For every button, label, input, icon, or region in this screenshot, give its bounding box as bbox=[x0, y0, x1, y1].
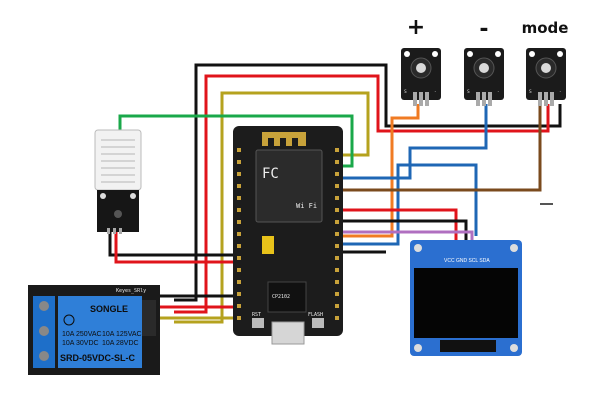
rst-label: RST bbox=[252, 312, 261, 318]
minus-pin-s: S bbox=[467, 89, 470, 95]
minus-label: - bbox=[479, 17, 488, 42]
button-module-mode: S - bbox=[526, 48, 566, 106]
relay-module: Keyes_SRly SONGLE 10A 250VAC 10A 125VAC … bbox=[28, 285, 160, 375]
relay-rating-2: 10A 125VAC bbox=[102, 331, 142, 338]
plus-pin-s: S bbox=[404, 89, 407, 95]
relay-rating-4: 10A 28VDC bbox=[102, 340, 139, 347]
relay-brand: SONGLE bbox=[90, 304, 128, 314]
wire-yellow bbox=[174, 91, 370, 324]
wifi-mark: Wi Fi bbox=[296, 202, 317, 210]
relay-model: SRD-05VDC-SL-C bbox=[60, 353, 136, 363]
dht-sensor-module bbox=[94, 129, 142, 234]
wire-blue-1 bbox=[342, 104, 488, 180]
cp-chip-label: CP2102 bbox=[272, 294, 290, 300]
wire-black-oled bbox=[342, 219, 468, 240]
mode-pin-minus: - bbox=[559, 90, 562, 95]
relay-top-text: Keyes_SRly bbox=[116, 288, 146, 294]
mode-pin-s: S bbox=[529, 89, 532, 95]
relay-rating-3: 10A 30VDC bbox=[62, 340, 99, 347]
oled-display: VCC GND SCL SDA bbox=[410, 240, 522, 356]
wire-brown bbox=[342, 104, 542, 192]
minus-pin-minus: - bbox=[497, 90, 500, 95]
wire-red-dht bbox=[114, 232, 236, 264]
flash-label: FLASH bbox=[308, 312, 323, 318]
wire-orange bbox=[342, 104, 420, 238]
button-module-minus: S - bbox=[464, 48, 504, 106]
wire-black-top bbox=[174, 63, 562, 302]
plus-pin-minus: - bbox=[434, 90, 437, 95]
wire-purple bbox=[342, 230, 474, 240]
fc-mark: FC bbox=[262, 166, 279, 182]
wire-red-oled bbox=[342, 208, 458, 240]
nodemcu-board: FC Wi Fi CP2102 RST FLASH bbox=[233, 126, 343, 345]
wire-black-dht bbox=[108, 232, 236, 257]
mode-label: mode bbox=[522, 19, 569, 37]
wires bbox=[108, 63, 562, 324]
plus-label: + bbox=[407, 15, 425, 40]
wire-red-top bbox=[174, 74, 550, 314]
button-module-plus: S - bbox=[401, 48, 441, 106]
relay-rating-1: 10A 250VAC bbox=[62, 331, 102, 338]
oled-pins-label: VCC GND SCL SDA bbox=[444, 258, 490, 264]
